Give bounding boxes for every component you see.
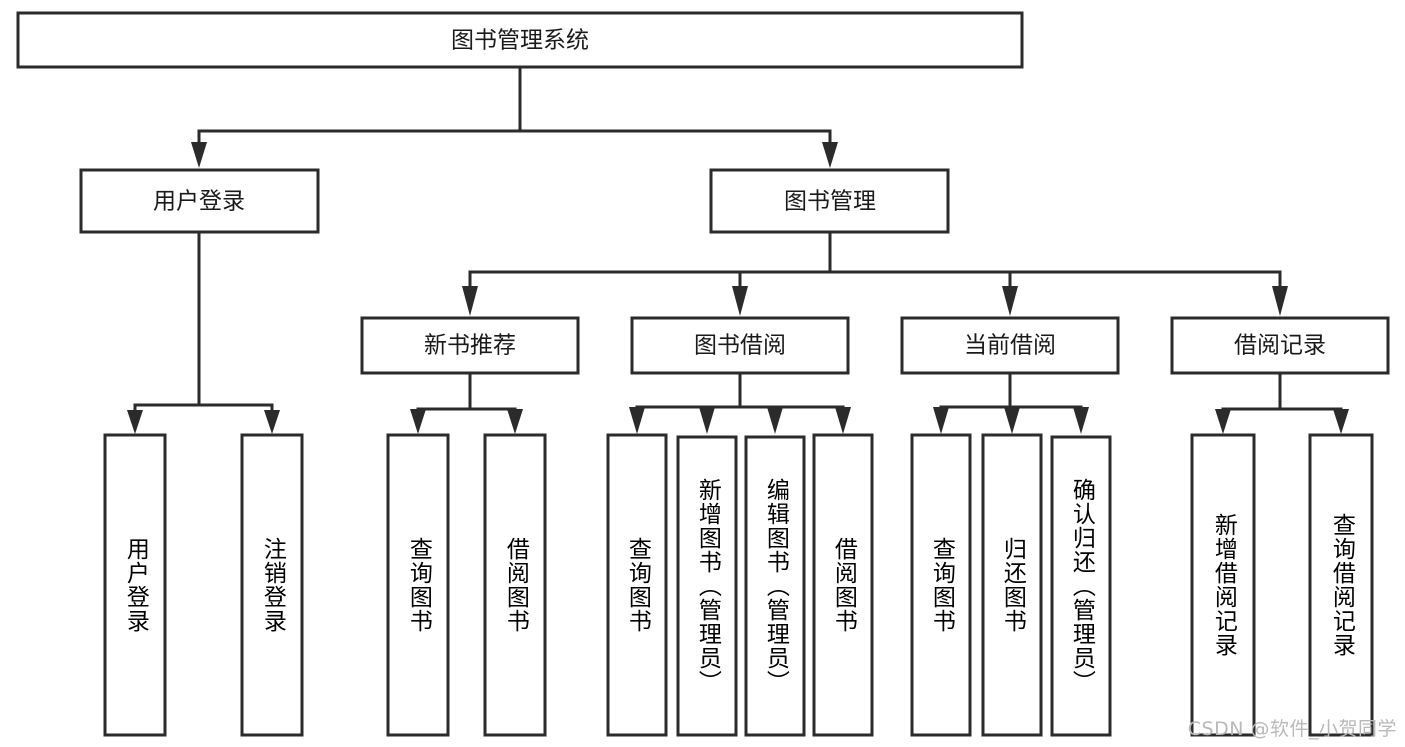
arrow-head-borrowrecord bbox=[1272, 286, 1288, 316]
arrow-head-leaf-borrow-book-1 bbox=[507, 409, 523, 434]
arrow-head-leaf-query-book-1 bbox=[410, 409, 426, 434]
node-box-leaf-query-book-3[interactable] bbox=[910, 433, 972, 737]
node-box-leaf-add-book[interactable] bbox=[676, 435, 738, 737]
node-label-root: 图书管理系统 bbox=[451, 28, 589, 54]
arrow-head-currentborrow bbox=[1002, 286, 1018, 316]
arrow-head-leaf-query-book-2 bbox=[629, 407, 645, 434]
node-label-current-borrow: 当前借阅 bbox=[964, 333, 1056, 359]
node-box-new-book-rec[interactable] bbox=[360, 316, 580, 375]
node-box-leaf-query-book-2[interactable] bbox=[606, 433, 668, 737]
arrow-head-leaf-return-book bbox=[1004, 407, 1020, 434]
arrow-head-leaf-query-book-3 bbox=[933, 407, 949, 434]
arrow-head-leaf-add-record bbox=[1215, 409, 1231, 434]
node-box-book-borrow[interactable] bbox=[630, 316, 850, 375]
node-box-root[interactable] bbox=[16, 11, 1024, 69]
node-label-book-manage: 图书管理 bbox=[784, 189, 876, 215]
node-box-user-login[interactable] bbox=[79, 168, 320, 234]
arrow-head-leaf-logout bbox=[264, 410, 280, 434]
node-box-leaf-logout[interactable] bbox=[240, 433, 304, 737]
node-label-user-login: 用户登录 bbox=[153, 189, 245, 215]
csdn-watermark: CSDN @软件_小贺同学 bbox=[1187, 718, 1397, 740]
arrow-head-leaf-user-login bbox=[127, 410, 143, 434]
node-box-book-manage[interactable] bbox=[709, 168, 950, 234]
arrow-head-newbook bbox=[462, 286, 478, 316]
node-box-leaf-query-record[interactable] bbox=[1308, 433, 1374, 737]
node-label-new-book-rec: 新书推荐 bbox=[424, 333, 516, 359]
node-box-borrow-record[interactable] bbox=[1170, 316, 1390, 375]
node-box-leaf-borrow-book-2[interactable] bbox=[812, 433, 874, 737]
node-box-leaf-edit-book[interactable] bbox=[744, 435, 806, 737]
node-box-leaf-add-record[interactable] bbox=[1190, 433, 1256, 737]
arrow-head-leaf-confirm-return bbox=[1073, 407, 1089, 434]
node-label-borrow-record: 借阅记录 bbox=[1234, 333, 1326, 359]
arrow-head-book-manage bbox=[822, 142, 838, 168]
arrow-head-leaf-edit-book bbox=[767, 407, 783, 434]
node-layer: 图书管理系统 用户登录 图书管理 新书推荐 图书借阅 当前借阅 借阅记录 bbox=[16, 11, 1390, 737]
arrow-head-leaf-query-record bbox=[1333, 409, 1349, 434]
node-box-leaf-user-login[interactable] bbox=[103, 433, 167, 737]
node-box-current-borrow[interactable] bbox=[900, 316, 1120, 375]
node-box-leaf-return-book[interactable] bbox=[981, 433, 1043, 737]
arrow-head-leaf-borrow-book-2 bbox=[835, 407, 851, 434]
arrow-head-user-login bbox=[191, 142, 207, 168]
connector-layer bbox=[127, 65, 1349, 434]
node-box-leaf-confirm-return[interactable] bbox=[1050, 435, 1112, 737]
arrow-head-bookborrow bbox=[732, 286, 748, 316]
node-box-leaf-query-book-1[interactable] bbox=[386, 433, 450, 737]
arrow-head-leaf-add-book bbox=[699, 407, 715, 434]
node-box-leaf-borrow-book-1[interactable] bbox=[483, 433, 547, 737]
node-label-book-borrow: 图书借阅 bbox=[694, 333, 786, 359]
